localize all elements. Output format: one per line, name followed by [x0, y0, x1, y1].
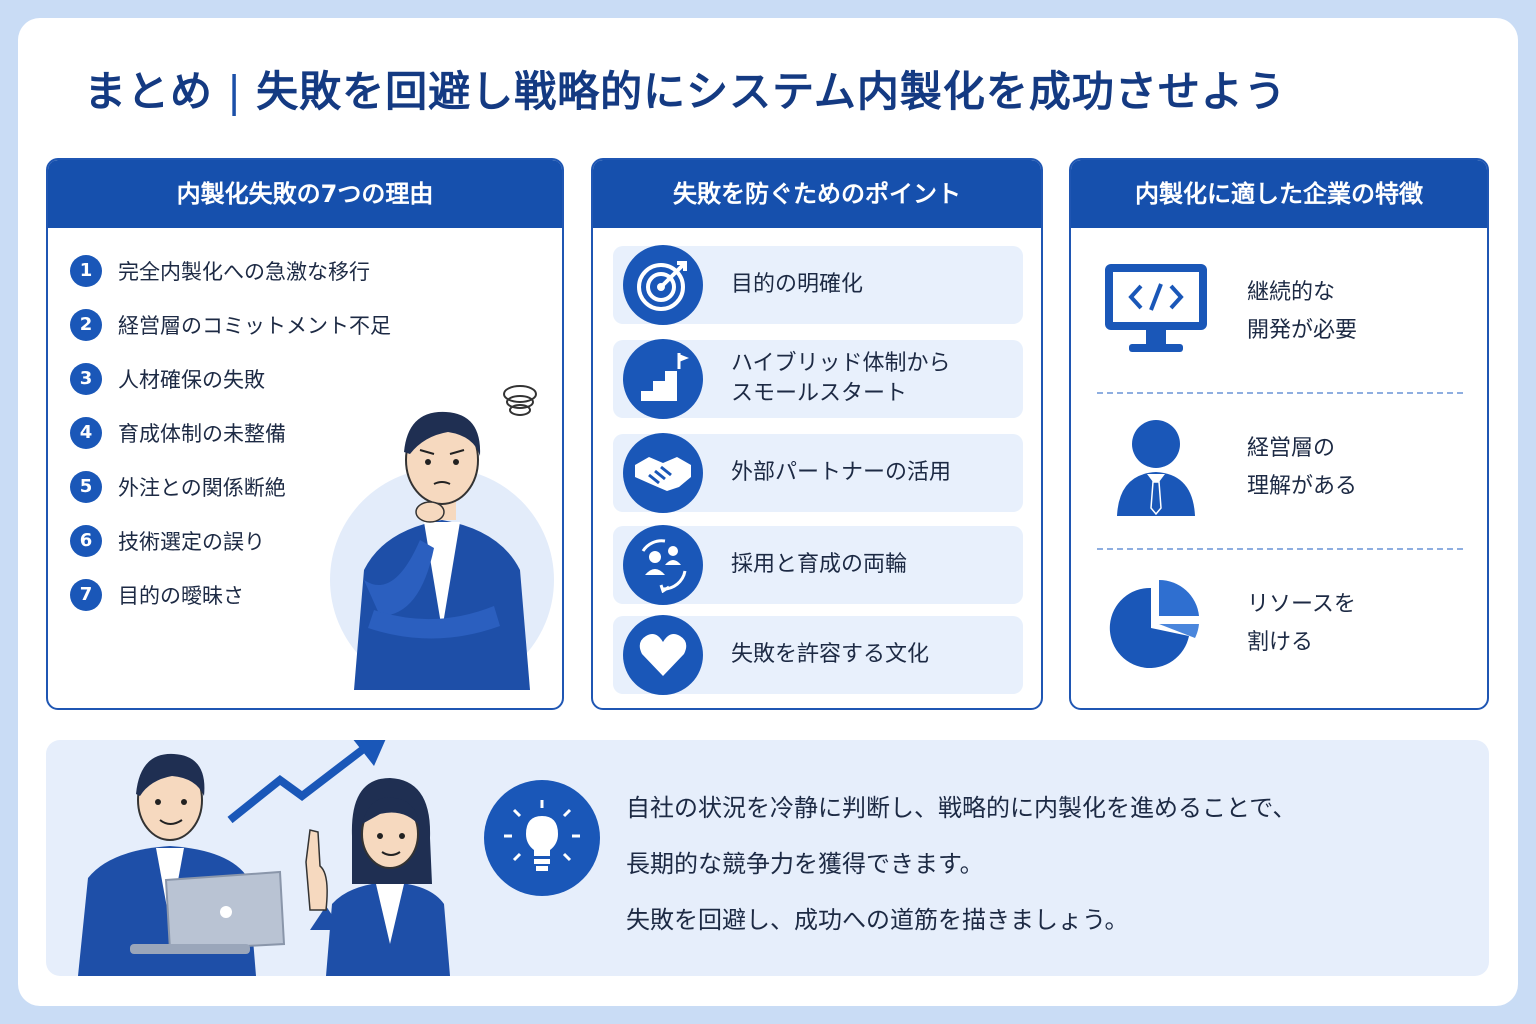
reason-item: 7 目的の曖昧さ	[70, 578, 244, 612]
reason-label: 技術選定の誤り	[118, 530, 265, 554]
reason-label: 外注との関係断絶	[118, 476, 286, 500]
point-item: 採用と育成の両輪	[613, 525, 1023, 605]
trait-label: 経営層の 理解がある	[1247, 436, 1358, 499]
reason-label: 目的の曖昧さ	[118, 584, 244, 608]
reason-number: 6	[70, 525, 102, 557]
reasons-header: 内製化失敗の7つの理由	[48, 160, 562, 228]
stairs-flag-icon	[623, 339, 703, 419]
point-item: 外部パートナーの活用	[613, 433, 1023, 513]
trait-label: リソースを 割ける	[1247, 592, 1356, 655]
title-separator: |	[227, 67, 243, 116]
heart-icon	[623, 615, 703, 695]
reasons-panel: 内製化失敗の7つの理由 1 完全内製化への急激な移行 2 経営層のコミットメント…	[46, 158, 564, 710]
reason-label: 経営層のコミットメント不足	[118, 314, 391, 338]
point-label: 外部パートナーの活用	[731, 460, 952, 485]
worried-businessman-illustration	[324, 380, 562, 692]
page-title: まとめ | 失敗を回避し戦略的にシステム内製化を成功させよう	[84, 58, 1504, 119]
traits-header: 内製化に適した企業の特徴	[1071, 160, 1487, 228]
reason-number: 5	[70, 471, 102, 503]
trait-item: リソースを 割ける	[1071, 562, 1487, 682]
message-line-1: 自社の状況を冷静に判断し、戦略的に内製化を進めることで、	[626, 794, 1297, 822]
message-line-3: 失敗を回避し、成功への道筋を描きましょう。	[626, 906, 1129, 934]
point-label: 採用と育成の両輪	[731, 552, 908, 577]
point-label: 目的の明確化	[731, 272, 864, 297]
reason-item: 5 外注との関係断絶	[70, 470, 286, 504]
reason-number: 7	[70, 579, 102, 611]
point-item: 失敗を許容する文化	[613, 615, 1023, 695]
lightbulb-icon	[484, 780, 600, 896]
traits-panel: 内製化に適した企業の特徴 継続的な 開発が必要 経営層の 理解がある	[1069, 158, 1489, 710]
message-line-2: 長期的な競争力を獲得できます。	[626, 850, 984, 878]
reason-number: 1	[70, 255, 102, 287]
point-label: 失敗を許容する文化	[731, 642, 930, 667]
reason-label: 完全内製化への急激な移行	[118, 260, 370, 284]
trait-item: 継続的な 開発が必要	[1071, 250, 1487, 370]
reason-label: 育成体制の未整備	[118, 422, 286, 446]
reason-item: 4 育成体制の未整備	[70, 416, 286, 450]
point-label: ハイブリッド体制から スモールスタート	[731, 351, 951, 406]
reason-item: 2 経営層のコミットメント不足	[70, 308, 391, 342]
trait-label: 継続的な 開発が必要	[1247, 280, 1358, 343]
trait-divider	[1097, 392, 1463, 394]
handshake-icon	[623, 433, 703, 513]
pie-chart-icon	[1101, 572, 1211, 672]
point-item: ハイブリッド体制から スモールスタート	[613, 339, 1023, 419]
target-icon	[623, 245, 703, 325]
trait-item: 経営層の 理解がある	[1071, 406, 1487, 526]
reason-number: 4	[70, 417, 102, 449]
trait-divider	[1097, 548, 1463, 550]
point-item: 目的の明確化	[613, 245, 1023, 325]
code-monitor-icon	[1101, 260, 1211, 360]
reason-number: 2	[70, 309, 102, 341]
reason-label: 人材確保の失敗	[118, 368, 265, 392]
team-growth-illustration	[78, 740, 450, 976]
reason-item: 1 完全内製化への急激な移行	[70, 254, 370, 288]
reason-number: 3	[70, 363, 102, 395]
reason-item: 6 技術選定の誤り	[70, 524, 265, 558]
executive-icon	[1101, 416, 1211, 516]
conclusion-banner: 自社の状況を冷静に判断し、戦略的に内製化を進めることで、 長期的な競争力を獲得で…	[46, 740, 1489, 976]
title-main: 失敗を回避し戦略的にシステム内製化を成功させよう	[256, 67, 1287, 116]
reason-item: 3 人材確保の失敗	[70, 362, 265, 396]
points-header: 失敗を防ぐためのポイント	[593, 160, 1041, 228]
title-prefix: まとめ	[84, 67, 214, 116]
people-cycle-icon	[623, 525, 703, 605]
points-panel: 失敗を防ぐためのポイント 目的の明確化 ハイブリッド体制から スモールスタート	[591, 158, 1043, 710]
